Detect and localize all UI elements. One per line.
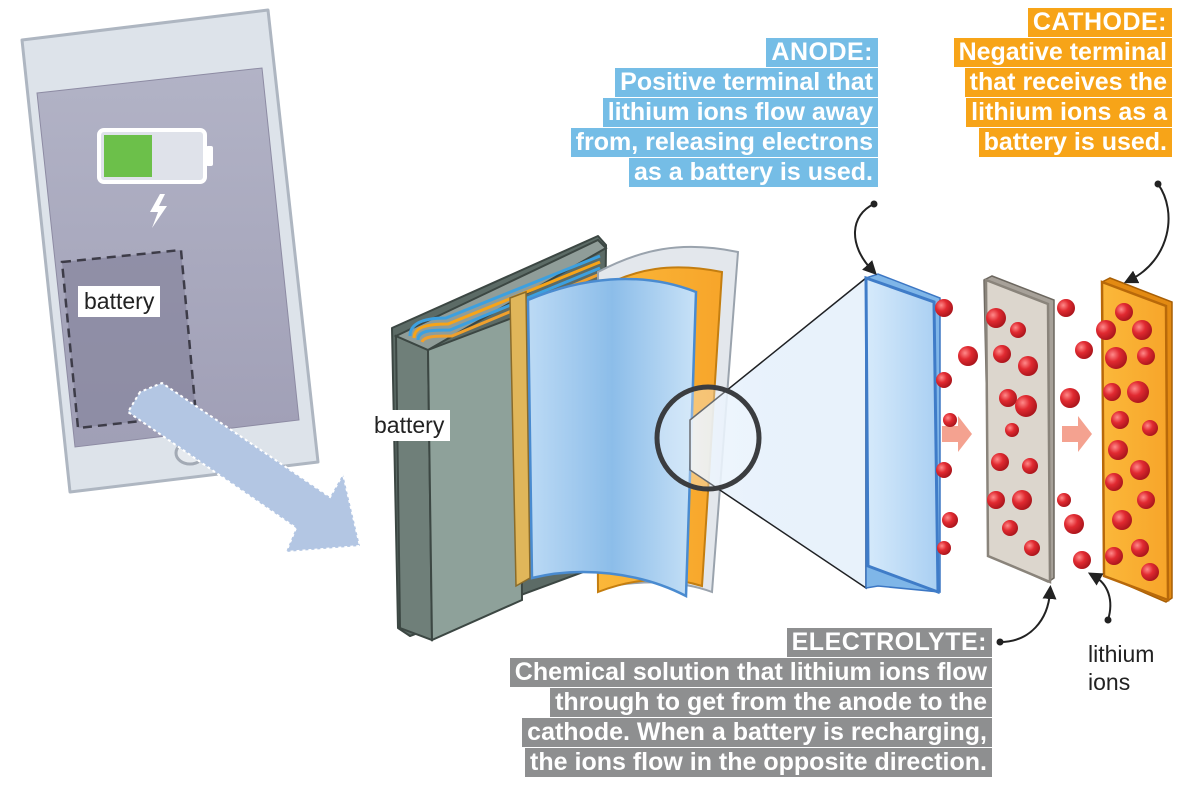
lithium-ion	[1131, 539, 1149, 557]
cathode-line-3: lithium ions as a	[966, 98, 1172, 127]
lithium-ion	[1108, 440, 1128, 460]
lithium-ion	[1111, 411, 1129, 429]
lithium-ion	[1018, 356, 1038, 376]
lithium-ion	[1130, 460, 1150, 480]
lithium-ion	[993, 345, 1011, 363]
battery-cell	[391, 235, 740, 642]
zoom-lens	[654, 384, 762, 492]
lithium-ion	[1015, 395, 1037, 417]
electrolyte-line-3: cathode. When a battery is recharging,	[522, 718, 992, 747]
lithium-ion	[1096, 320, 1116, 340]
lithium-ion	[1057, 493, 1071, 507]
lithium-ion	[1064, 514, 1084, 534]
cathode-line-2: that receives the	[964, 68, 1172, 97]
ion-flow-arrow-1	[942, 416, 972, 452]
lithium-ion	[1137, 347, 1155, 365]
lithium-ion	[1024, 540, 1040, 556]
cathode-line-1: Negative terminal	[953, 38, 1172, 67]
cathode-line-4: battery is used.	[978, 128, 1172, 157]
phone	[20, 8, 320, 494]
electrolyte-line-1: Chemical solution that lithium ions flow	[509, 658, 992, 687]
lithium-ion	[1137, 491, 1155, 509]
lithium-ion	[936, 462, 952, 478]
cathode-callout: CATHODE: Negative terminal that receives…	[953, 8, 1172, 158]
lithium-ion	[1002, 520, 1018, 536]
ion-flow-arrow-2	[1062, 416, 1092, 452]
lithium-ion	[999, 389, 1017, 407]
lithium-ion	[1105, 473, 1123, 491]
battery-side-face	[394, 334, 434, 642]
cathode-pointer	[1123, 183, 1170, 284]
lithium-ion	[1127, 381, 1149, 403]
lithium-ion	[1060, 388, 1080, 408]
electrolyte-line-4: the ions flow in the opposite direction.	[525, 748, 992, 777]
lithium-ion	[987, 491, 1005, 509]
lithium-ion	[1057, 299, 1075, 317]
anode-line-1: Positive terminal that	[615, 68, 878, 97]
cell-battery-label: battery	[368, 410, 451, 441]
lithium-ion	[958, 346, 978, 366]
lithium-ion	[1012, 490, 1032, 510]
phone-battery-label: battery	[78, 286, 161, 317]
lithium-ion	[937, 541, 951, 555]
lithium-ion	[936, 372, 952, 388]
anode-pointer	[854, 203, 877, 276]
zoom-arrow	[126, 381, 362, 554]
lithium-ion	[986, 308, 1006, 328]
lithium-ion	[1105, 547, 1123, 565]
lithium-ions-pointer	[1087, 572, 1112, 621]
electrolyte-heading: ELECTROLYTE:	[786, 628, 992, 657]
lithium-ion	[935, 299, 953, 317]
lithium-ion	[1105, 347, 1127, 369]
anode-layer	[864, 275, 940, 595]
anode-line-3: from, releasing electrons	[570, 128, 878, 157]
lithium-ion	[1103, 383, 1121, 401]
lithium-ion	[1132, 320, 1152, 340]
electrolyte-line-2: through to get from the anode to the	[550, 688, 992, 717]
lithium-ion	[991, 453, 1009, 471]
electrolyte-pointer	[999, 585, 1057, 643]
cathode-heading: CATHODE:	[1027, 8, 1172, 37]
lithium-ion	[1010, 322, 1026, 338]
anode-line-4: as a battery is used.	[628, 158, 878, 187]
electrolyte-callout: ELECTROLYTE: Chemical solution that lith…	[509, 628, 992, 778]
lithium-ion	[1115, 303, 1133, 321]
lithium-ion	[943, 413, 957, 427]
lithium-ions	[935, 299, 1159, 581]
anode-callout: ANODE: Positive terminal that lithium io…	[570, 38, 878, 188]
anode-heading: ANODE:	[766, 38, 878, 67]
lithium-ions-label: lithium ions	[1088, 640, 1154, 696]
lithium-ion	[1142, 420, 1158, 436]
lithium-ion	[942, 512, 958, 528]
charging-bolt-icon	[150, 194, 167, 228]
lithium-ions-label-line-1: lithium	[1088, 641, 1155, 667]
lithium-ion	[1005, 423, 1019, 437]
lithium-ion	[1022, 458, 1038, 474]
lithium-ion	[1075, 341, 1093, 359]
battery-level-icon	[97, 128, 213, 184]
lithium-ion	[1073, 551, 1091, 569]
lithium-ion	[1112, 510, 1132, 530]
anode-line-2: lithium ions flow away	[602, 98, 878, 127]
lithium-ions-label-line-2: ions	[1088, 669, 1131, 695]
lithium-ion	[1141, 563, 1159, 581]
